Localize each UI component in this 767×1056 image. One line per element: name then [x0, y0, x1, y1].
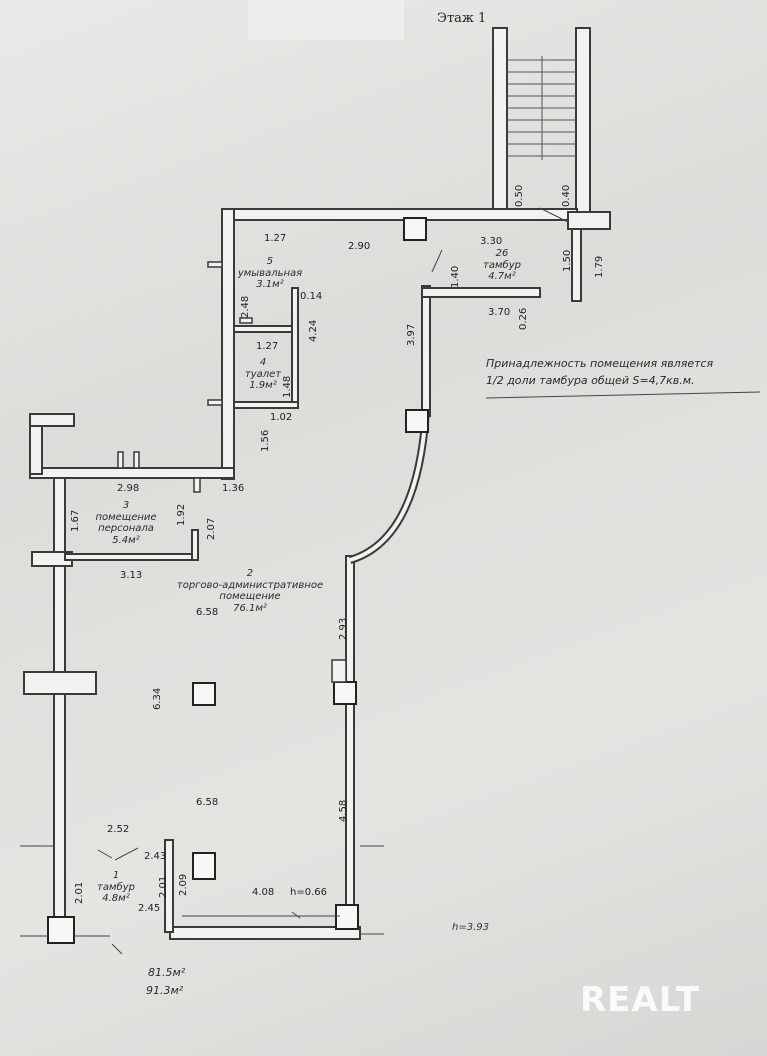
wall-top-right [567, 211, 611, 230]
dim-label: 2.52 [107, 824, 130, 835]
dim-label: 4.58 [338, 799, 349, 822]
dim-label: 6.58 [196, 607, 219, 618]
dim-label: 1.48 [282, 375, 293, 398]
total-area-1: 81.5м² [148, 966, 186, 979]
wc-partition-h [233, 325, 295, 333]
dim-label: 6.58 [196, 797, 219, 808]
dim-label: 1.79 [594, 255, 605, 278]
tambour1-partition [164, 839, 174, 933]
dim-label: 2.07 [206, 517, 217, 540]
wall-right-stub [571, 228, 582, 302]
column-2 [405, 409, 429, 433]
dim-label: 2.93 [338, 617, 349, 640]
dim-label: 0.50 [514, 184, 525, 207]
watermark-logo: REALT [580, 980, 700, 1020]
dim-label: 1.27 [256, 341, 279, 352]
wall-left-upper-top [29, 413, 75, 427]
total-area-2: 91.3м² [146, 984, 184, 997]
wall-left-main [53, 477, 66, 941]
floor-title: Этаж 1 [437, 11, 487, 26]
dim-label: 1.27 [264, 233, 287, 244]
dim-label: 4.24 [308, 319, 319, 342]
staff-partition-v [191, 529, 199, 561]
column-3 [192, 682, 216, 706]
dim-label: 1.56 [260, 429, 271, 452]
dim-label: 3.13 [120, 570, 143, 581]
wall-wc-left [221, 208, 235, 480]
dim-label: 0.14 [300, 291, 323, 302]
column-6 [335, 904, 359, 930]
ceiling-height: h=3.93 [452, 922, 489, 933]
dim-label: 0.26 [518, 307, 529, 330]
wc-partition-bottom [233, 401, 299, 409]
dim-label: 1.50 [562, 249, 573, 272]
column-5 [192, 852, 216, 880]
dim-label: 0.40 [561, 184, 572, 207]
dim-label: 1.67 [70, 509, 81, 532]
column-1 [403, 217, 427, 241]
dim-label: 2.90 [348, 241, 371, 252]
wall-bottom [169, 926, 361, 940]
dim-label: 1.40 [450, 265, 461, 288]
wall-tambour-left [421, 285, 431, 417]
column-4 [333, 681, 357, 705]
wall-staff-top [29, 467, 235, 479]
dim-label: 2.09 [178, 873, 189, 896]
dim-label: h=0.66 [290, 887, 327, 898]
dim-label: 2.45 [138, 903, 161, 914]
stair-wall-left [492, 27, 508, 214]
column-7 [47, 916, 75, 944]
paper-patch [248, 0, 404, 40]
wall-left-block2 [23, 671, 97, 695]
wall-right-main [345, 555, 355, 933]
dim-label: 2.98 [117, 483, 140, 494]
staff-partition-h [64, 553, 196, 561]
dim-label: 4.08 [252, 887, 275, 898]
dim-label: 2.01 [74, 881, 85, 904]
dim-label: 1.92 [176, 503, 187, 526]
dim-label: 3.97 [406, 323, 417, 346]
dim-label: 1.36 [222, 483, 245, 494]
dim-label: 6.34 [152, 687, 163, 710]
dim-label: 1.02 [270, 412, 293, 423]
wall-tambour-bottom [421, 287, 541, 298]
dim-label: 2.43 [144, 851, 167, 862]
dim-label: 2.01 [158, 875, 169, 898]
stair-wall-right [575, 27, 591, 214]
dim-label: 3.30 [480, 236, 503, 247]
dim-label: 3.70 [488, 307, 511, 318]
dim-label: 2.48 [240, 295, 251, 318]
wall-top [221, 208, 578, 221]
